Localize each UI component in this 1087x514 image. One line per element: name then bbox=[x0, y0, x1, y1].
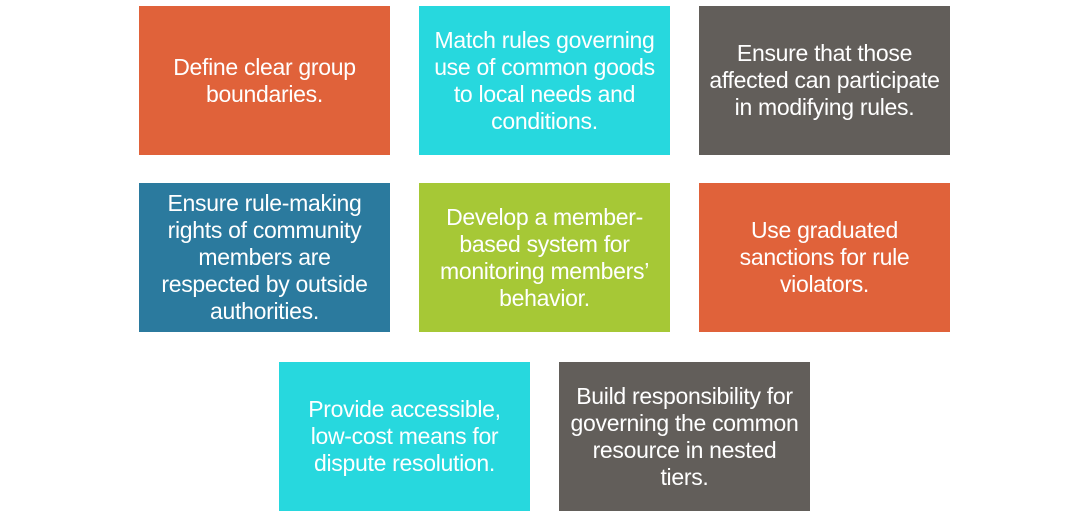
principle-text-6: Use graduated sanctions for rule violato… bbox=[739, 217, 910, 297]
principle-text-2: Match rules governing use of common good… bbox=[434, 26, 655, 134]
principle-text-8: Build responsibility for governing the c… bbox=[570, 382, 799, 490]
principle-tile-5: Develop a member-based system for monito… bbox=[419, 183, 670, 332]
principle-tile-2: Match rules governing use of common good… bbox=[419, 6, 670, 155]
principle-tile-3: Ensure that those affected can participa… bbox=[699, 6, 950, 155]
principle-text-3: Ensure that those affected can participa… bbox=[709, 40, 940, 120]
principle-tile-8: Build responsibility for governing the c… bbox=[559, 362, 810, 511]
principle-tile-7: Provide accessible, low-cost means for d… bbox=[279, 362, 530, 511]
principle-text-5: Develop a member-based system for monito… bbox=[439, 203, 650, 311]
principle-tile-1: Define clear group boundaries. bbox=[139, 6, 390, 155]
principle-text-7: Provide accessible, low-cost means for d… bbox=[308, 396, 501, 476]
principle-text-1: Define clear group boundaries. bbox=[173, 53, 356, 107]
principle-tile-4: Ensure rule-making rights of community m… bbox=[139, 183, 390, 332]
principle-text-4: Ensure rule-making rights of community m… bbox=[161, 190, 368, 324]
principle-tile-6: Use graduated sanctions for rule violato… bbox=[699, 183, 950, 332]
